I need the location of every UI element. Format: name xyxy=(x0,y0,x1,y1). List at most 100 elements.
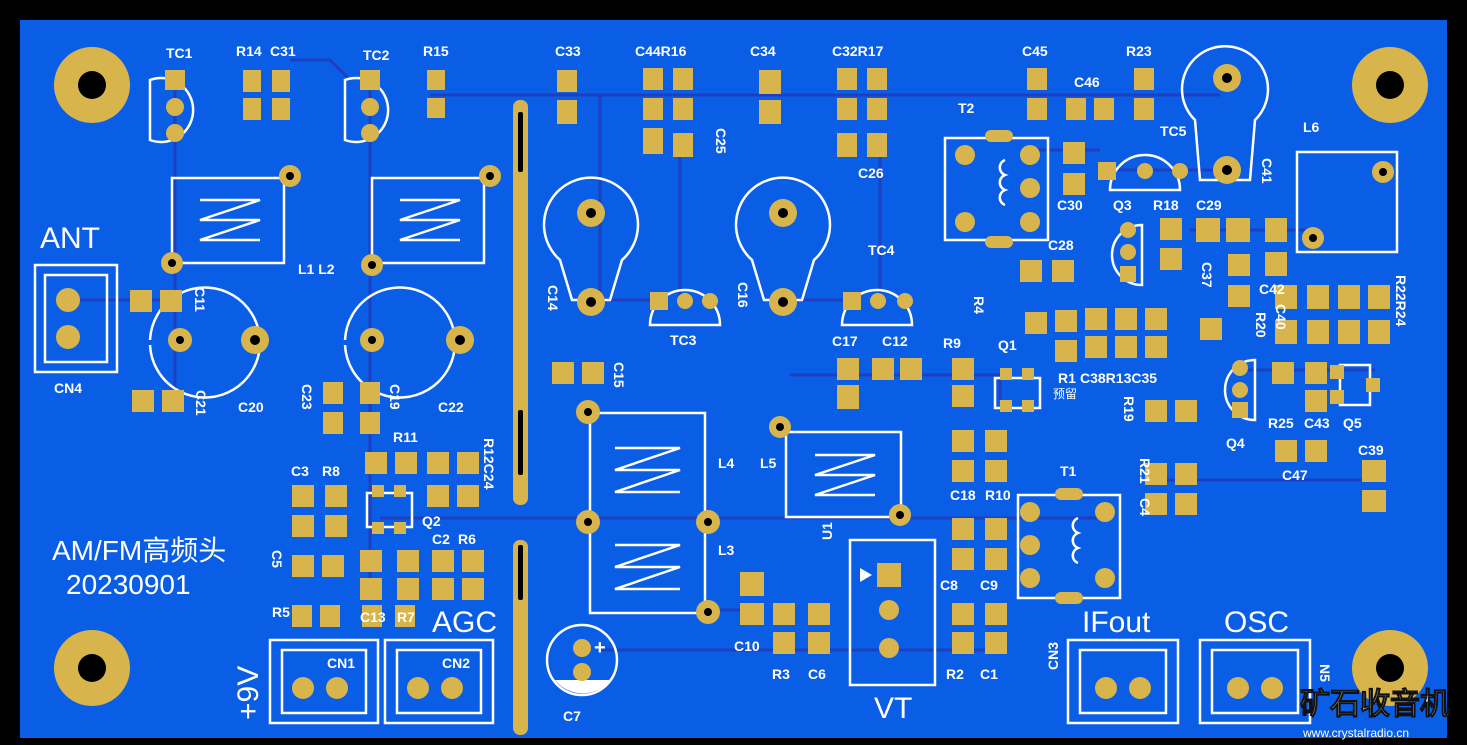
label-agc: AGC xyxy=(432,606,497,639)
coil-l6 xyxy=(1295,150,1399,254)
label-c44r16: C44R16 xyxy=(635,43,687,59)
trimmer-tc3 xyxy=(648,288,722,327)
coil-l2 xyxy=(361,165,501,276)
label-c46: C46 xyxy=(1074,74,1100,90)
label-r6: R6 xyxy=(458,531,476,547)
label-c13: C13 xyxy=(360,609,386,625)
label-c10: C10 xyxy=(734,638,760,654)
label-c43: C43 xyxy=(1304,415,1330,431)
label-r10: R10 xyxy=(985,487,1011,503)
label-cn3: CN3 xyxy=(1045,642,1061,670)
silk-labels: TC1 R14 C31 TC2 R15 C33 C44R16 C34 C32R1… xyxy=(40,43,1409,725)
connector-cn2 xyxy=(383,638,495,725)
label-tc4: TC4 xyxy=(868,242,895,258)
label-c12: C12 xyxy=(882,333,908,349)
transformer-t2 xyxy=(943,130,1050,248)
label-r8: R8 xyxy=(322,463,340,479)
label-tc2: TC2 xyxy=(363,47,390,63)
watermark-url: www.crystalradio.cn xyxy=(1302,726,1409,740)
label-l5: L5 xyxy=(760,455,777,471)
label-l6: L6 xyxy=(1303,119,1320,135)
transistor-q1 xyxy=(993,368,1042,412)
label-c45: C45 xyxy=(1022,43,1048,59)
label-c26: C26 xyxy=(858,165,884,181)
label-tc5: TC5 xyxy=(1160,123,1187,139)
trimmer-tc5 xyxy=(1098,153,1188,192)
label-r2: R2 xyxy=(946,666,964,682)
label-c25: C25 xyxy=(713,128,729,154)
label-ifout: IFout xyxy=(1082,606,1151,639)
label-c1: C1 xyxy=(980,666,998,682)
label-vt: VT xyxy=(874,692,912,725)
c7-polarity-plus: + xyxy=(594,637,606,659)
label-q5: Q5 xyxy=(1343,415,1362,431)
smd-pads xyxy=(130,68,1390,654)
label-c37: C37 xyxy=(1199,262,1215,288)
label-r4: R4 xyxy=(971,296,987,314)
trimmer-tc1 xyxy=(148,70,195,144)
label-c3: C3 xyxy=(291,463,309,479)
label-r25: R25 xyxy=(1268,415,1294,431)
label-c16: C16 xyxy=(735,282,751,308)
label-c41: C41 xyxy=(1259,158,1275,184)
label-date: 20230901 xyxy=(66,569,191,600)
label-c18: C18 xyxy=(950,487,976,503)
capacitor-c14 xyxy=(542,176,640,316)
connector-cn5 xyxy=(1198,638,1312,725)
label-c17: C17 xyxy=(832,333,858,349)
label-c9: C9 xyxy=(980,577,998,593)
label-r19: R19 xyxy=(1121,396,1137,422)
trimmer-tc4 xyxy=(840,288,914,327)
label-r14: R14 xyxy=(236,43,262,59)
transistor-q3 xyxy=(1110,222,1144,287)
transistor-q4 xyxy=(1223,358,1257,422)
label-r7: R7 xyxy=(397,609,415,625)
label-r12c24: R12C24 xyxy=(481,438,497,490)
label-tc1: TC1 xyxy=(166,45,193,61)
label-c22: C22 xyxy=(438,399,464,415)
label-c8: C8 xyxy=(940,577,958,593)
label-c20: C20 xyxy=(238,399,264,415)
label-t2: T2 xyxy=(958,100,975,116)
label-c34: C34 xyxy=(750,43,776,59)
label-title: AM/FM高频头 xyxy=(52,535,226,566)
label-c40: C40 xyxy=(1273,304,1289,330)
capacitor-c7 xyxy=(545,623,619,697)
label-q3: Q3 xyxy=(1113,197,1132,213)
label-cn1: CN1 xyxy=(327,655,355,671)
label-r23: R23 xyxy=(1126,43,1152,59)
label-tc3: TC3 xyxy=(670,332,697,348)
mounting-holes xyxy=(54,47,1428,706)
connector-cn4 xyxy=(33,263,119,374)
capacitor-c16 xyxy=(734,176,832,316)
label-q4: Q4 xyxy=(1226,435,1245,451)
label-9v: +9V xyxy=(232,666,265,720)
label-u1: U1 xyxy=(819,522,835,540)
label-c29: C29 xyxy=(1196,197,1222,213)
label-r21: R21 xyxy=(1137,458,1153,484)
label-c42: C42 xyxy=(1259,281,1285,297)
label-c4: C4 xyxy=(1137,498,1153,516)
label-c15: C15 xyxy=(611,362,627,388)
board-substrate xyxy=(20,20,1447,738)
label-c31: C31 xyxy=(270,43,296,59)
label-c7: C7 xyxy=(563,708,581,724)
label-c28: C28 xyxy=(1048,237,1074,253)
label-osc: OSC xyxy=(1224,606,1289,639)
label-l1l2: L1 L2 xyxy=(298,261,335,277)
label-r9: R9 xyxy=(943,335,961,351)
watermark-cn: 矿石收音机 xyxy=(1300,687,1450,721)
label-l3: L3 xyxy=(718,542,735,558)
label-r18: R18 xyxy=(1153,197,1179,213)
watermark: 矿石收音机 www.crystalradio.cn xyxy=(1300,687,1451,741)
label-q1: Q1 xyxy=(998,337,1017,353)
label-q2: Q2 xyxy=(422,513,441,529)
regulator-u1 xyxy=(848,538,937,687)
label-r3: R3 xyxy=(772,666,790,682)
trimmer-tc2 xyxy=(343,70,390,144)
label-cn4: CN4 xyxy=(54,380,82,396)
shield-strip-bottom xyxy=(513,540,528,735)
transformer-t1 xyxy=(1016,488,1122,604)
label-r22r24: R22R24 xyxy=(1393,275,1409,327)
